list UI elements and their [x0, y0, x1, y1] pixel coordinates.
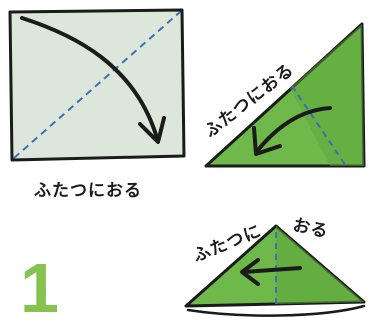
step1-instruction: ふたつにおる [34, 181, 142, 201]
fold-arrow-short-icon [242, 266, 302, 274]
triangle-fold-line [291, 85, 347, 167]
step-small-triangle-panel: ふたつに おる [184, 215, 366, 317]
step3-instruction-right: おる [291, 215, 330, 242]
step-number: 1 [20, 249, 59, 324]
fold-arrowhead-left-icon [252, 126, 282, 156]
fold-arrow-left-icon [256, 106, 332, 152]
diagonal-fold-line [13, 11, 181, 159]
fold-arrowhead-short-icon [240, 258, 260, 286]
step-square-panel: ふたつにおる [8, 8, 186, 201]
fold-arrow-icon [20, 16, 159, 140]
step-triangle-panel: ふたつにおる [201, 22, 366, 168]
fold-arrowhead-icon [138, 116, 166, 144]
triangle-inner-shade [290, 24, 364, 166]
small-triangle-shadow [186, 304, 366, 317]
small-triangle-half-shade [276, 226, 364, 304]
